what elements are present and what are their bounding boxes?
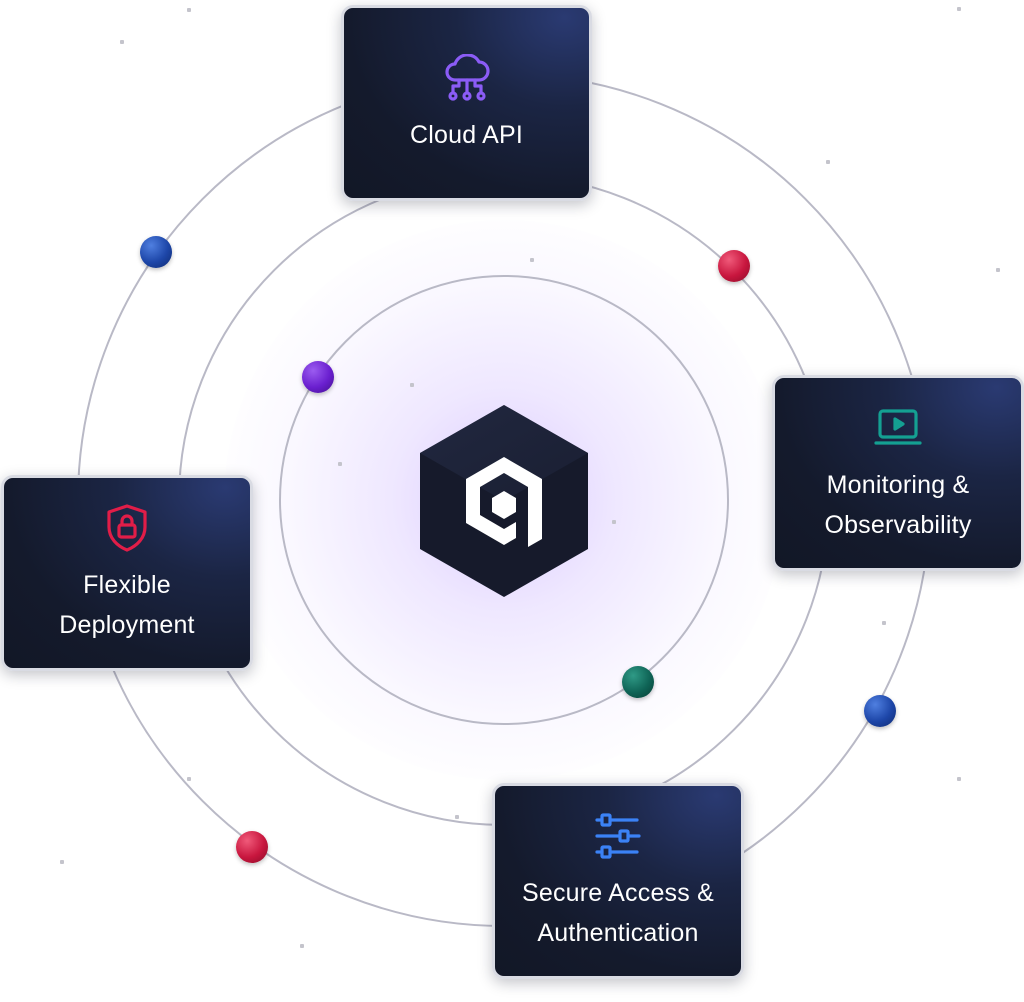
node-card-monitoring: Monitoring & Observability [772,375,1024,571]
background-speck [957,777,961,781]
sliders-icon [591,809,645,863]
orbit-dot-red [236,831,268,863]
background-speck [826,160,830,164]
node-label: Cloud API [410,121,523,149]
background-speck [996,268,1000,272]
node-card-secure-access: Secure Access & Authentication [492,783,744,979]
node-label: Secure Access & Authentication [522,879,714,947]
background-speck [187,8,191,12]
cloud-network-icon [440,51,494,105]
background-speck [957,7,961,11]
background-speck [120,40,124,44]
orbit-dot-red [718,250,750,282]
orbit-dot-teal [622,666,654,698]
node-label: Monitoring & Observability [824,471,972,539]
background-speck [338,462,342,466]
background-speck [882,621,886,625]
orbit-dot-blue [864,695,896,727]
background-speck [455,815,459,819]
background-speck [612,520,616,524]
node-card-deployment: Flexible Deployment [1,475,253,671]
background-speck [300,944,304,948]
shield-lock-icon [100,501,154,555]
background-speck [410,383,414,387]
node-card-cloud-api: Cloud API [341,5,592,201]
laptop-play-icon [871,401,925,455]
background-speck [187,777,191,781]
orbit-dot-blue [140,236,172,268]
node-label: Flexible Deployment [59,571,195,639]
background-speck [530,258,534,262]
background-speck [60,860,64,864]
orbit-dot-purple [302,361,334,393]
inner-orbit-ring [279,275,729,725]
logo-cube-icon [418,403,590,599]
